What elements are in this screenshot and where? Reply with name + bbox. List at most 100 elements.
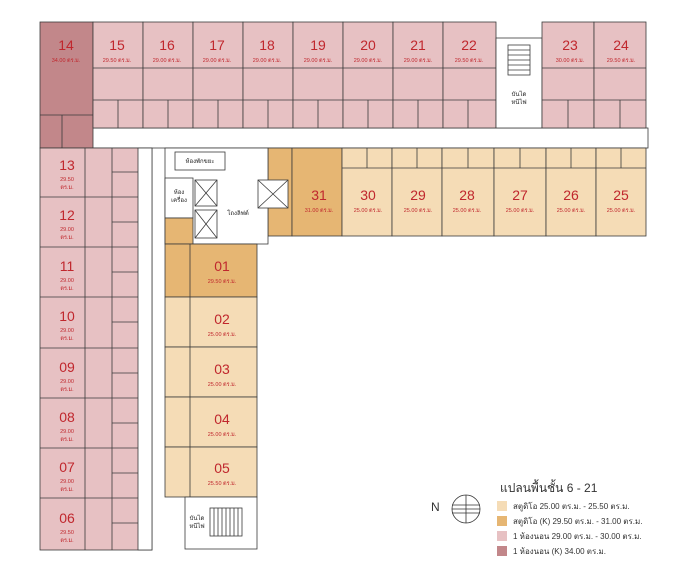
fire-stair-top — [495, 37, 543, 129]
unit-15-area: 29.50 ตร.ม. — [103, 58, 132, 64]
unit-18-number: 18 — [259, 37, 275, 53]
unit-17-area: 29.00 ตร.ม. — [203, 58, 232, 64]
legend-title: แปลนพื้นชั้น 6 - 21 — [500, 481, 598, 495]
unit-24-area: 29.50 ตร.ม. — [607, 58, 636, 64]
unit-22-area: 29.50 ตร.ม. — [455, 58, 484, 64]
unit-08-area: 29.00 — [60, 429, 74, 435]
unit-13-area: 29.50 — [60, 177, 74, 183]
fire-stair-bottom-label-1: บันได — [190, 514, 205, 522]
unit-14-number: 14 — [58, 37, 74, 53]
legend-label: สตูดิโอ 25.00 ตร.ม. - 25.50 ตร.ม. — [513, 501, 630, 511]
unit-04-number: 04 — [214, 411, 230, 427]
legend-item: สตูดิโอ 25.00 ตร.ม. - 25.50 ตร.ม. — [497, 500, 630, 512]
unit-12-number: 12 — [59, 207, 75, 223]
legend-label: 1 ห้องนอน 29.00 ตร.ม. - 30.00 ตร.ม. — [513, 531, 642, 541]
fire-stair-top-label-2: หนีไฟ — [511, 98, 526, 106]
unit-21-area: 29.00 ตร.ม. — [404, 58, 433, 64]
legend-label: 1 ห้องนอน (K) 34.00 ตร.ม. — [513, 546, 606, 556]
unit-11-area: 29.00 — [60, 278, 74, 284]
left-wing — [39, 147, 153, 551]
unit-25-area: 25.00 ตร.ม. — [607, 208, 636, 214]
unit-21-number: 21 — [410, 37, 426, 53]
unit-14[interactable] — [39, 21, 94, 149]
service-shaft — [164, 217, 194, 245]
unit-12-unit: ตร.ม. — [60, 235, 74, 241]
unit-01-area: 29.50 ตร.ม. — [208, 279, 237, 285]
unit-22-number: 22 — [461, 37, 477, 53]
garbage-room-label: ห้องพักขยะ — [186, 158, 215, 165]
unit-10-area: 29.00 — [60, 328, 74, 334]
unit-12-area: 29.00 — [60, 227, 74, 233]
machine-room-label-1: ห้อง — [174, 189, 185, 196]
unit-05-area: 25.50 ตร.ม. — [208, 481, 237, 487]
unit-18-area: 29.00 ตร.ม. — [253, 58, 282, 64]
unit-07-unit: ตร.ม. — [60, 487, 74, 493]
unit-09-unit: ตร.ม. — [60, 387, 74, 393]
unit-10-number: 10 — [59, 308, 75, 324]
unit-23-area: 30.00 ตร.ม. — [556, 58, 585, 64]
unit-24-number: 24 — [613, 37, 629, 53]
fire-stair-top-label-1: บันได — [512, 90, 527, 98]
unit-19-area: 29.00 ตร.ม. — [304, 58, 333, 64]
unit-06-number: 06 — [59, 510, 75, 526]
unit-03[interactable] — [164, 346, 258, 398]
unit-27-number: 27 — [512, 187, 528, 203]
north-compass — [451, 494, 481, 524]
unit-04[interactable] — [164, 396, 258, 448]
unit-26-number: 26 — [563, 187, 579, 203]
unit-03-area: 25.00 ตร.ม. — [208, 382, 237, 388]
lift-lobby-label: โถงลิฟต์ — [227, 209, 249, 217]
unit-07-area: 29.00 — [60, 479, 74, 485]
top-wing — [39, 21, 649, 149]
unit-02-number: 02 — [214, 311, 230, 327]
unit-06-area: 29.50 — [60, 530, 74, 536]
unit-22[interactable] — [442, 21, 497, 129]
unit-01[interactable] — [164, 243, 258, 298]
garbage-room — [174, 151, 226, 171]
unit-29-number: 29 — [410, 187, 426, 203]
unit-15-number: 15 — [109, 37, 125, 53]
unit-10-unit: ตร.ม. — [60, 336, 74, 342]
unit-31-number: 31 — [311, 187, 327, 203]
legend-item: 1 ห้องนอน (K) 34.00 ตร.ม. — [497, 545, 606, 557]
unit-09-number: 09 — [59, 359, 75, 375]
unit-13-number: 13 — [59, 157, 75, 173]
unit-31-area: 31.00 ตร.ม. — [305, 208, 334, 214]
unit-13-unit: ตร.ม. — [60, 185, 74, 191]
unit-08-number: 08 — [59, 409, 75, 425]
unit-30-area: 25.00 ตร.ม. — [354, 208, 383, 214]
unit-30-number: 30 — [360, 187, 376, 203]
unit-23-number: 23 — [562, 37, 578, 53]
unit-04-area: 25.00 ตร.ม. — [208, 432, 237, 438]
unit-25-number: 25 — [613, 187, 629, 203]
machine-room — [164, 177, 194, 219]
unit-14-area: 34.00 ตร.ม. — [52, 58, 81, 64]
unit-labels: 14 34.00 ตร.ม. 15 29.50 ตร.ม. 16 29.00 ต… — [52, 37, 636, 544]
unit-02-area: 25.00 ตร.ม. — [208, 332, 237, 338]
legend-label: สตูดิโอ (K) 29.50 ตร.ม. - 31.00 ตร.ม. — [513, 516, 643, 526]
unit-11-number: 11 — [60, 258, 75, 274]
center-wing — [164, 243, 258, 550]
unit-28-number: 28 — [459, 187, 475, 203]
unit-16-area: 29.00 ตร.ม. — [153, 58, 182, 64]
unit-07-number: 07 — [59, 459, 75, 475]
unit-06-unit: ตร.ม. — [60, 538, 74, 544]
legend-item: สตูดิโอ (K) 29.50 ตร.ม. - 31.00 ตร.ม. — [497, 515, 643, 527]
unit-20-area: 29.00 ตร.ม. — [354, 58, 383, 64]
room-labels: บันได หนีไฟ ห้องพักขยะ ห้อง เครื่อง โถงล… — [171, 90, 527, 530]
unit-31[interactable] — [291, 147, 343, 237]
fire-stair-bottom-label-2: หนีไฟ — [189, 522, 204, 530]
unit-26-area: 25.00 ตร.ม. — [557, 208, 586, 214]
unit-05[interactable] — [164, 446, 258, 498]
legend-swatch — [497, 531, 507, 541]
unit-16-number: 16 — [159, 37, 175, 53]
legend-swatch — [497, 516, 507, 526]
fire-stair-bottom — [184, 496, 258, 550]
legend-swatch — [497, 546, 507, 556]
unit-03-number: 03 — [214, 361, 230, 377]
unit-09-area: 29.00 — [60, 379, 74, 385]
unit-11-unit: ตร.ม. — [60, 286, 74, 292]
unit-28-area: 25.00 ตร.ม. — [453, 208, 482, 214]
unit-27-area: 25.00 ตร.ม. — [506, 208, 535, 214]
unit-02[interactable] — [164, 296, 258, 348]
